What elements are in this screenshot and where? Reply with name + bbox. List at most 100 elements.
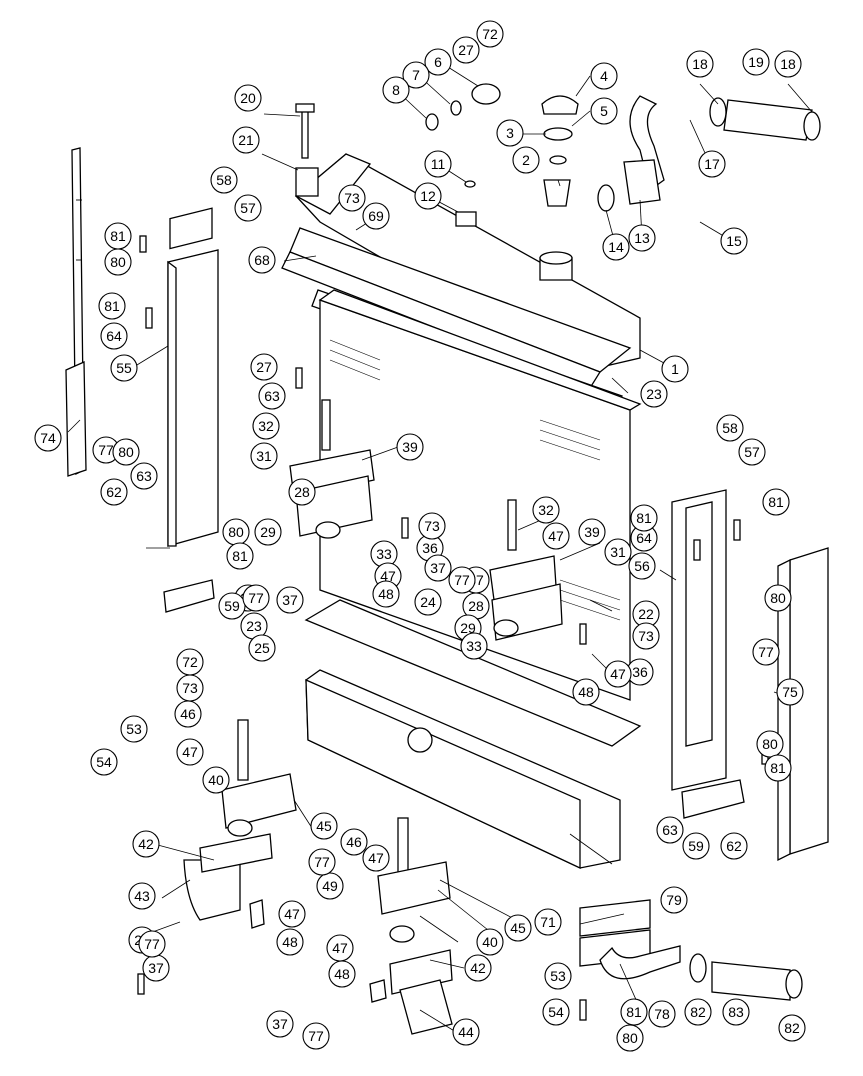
- callout-73: 73: [338, 184, 366, 212]
- callout-circle: [460, 632, 488, 660]
- callout-circle: [226, 542, 254, 570]
- callout-circle: [464, 954, 492, 982]
- callout-number: 47: [380, 568, 396, 584]
- callout-23: 23: [640, 380, 668, 408]
- callout-number: 77: [308, 1028, 324, 1044]
- callout-82: 82: [684, 998, 712, 1026]
- callout-number: 82: [784, 1020, 800, 1036]
- callout-number: 39: [402, 439, 418, 455]
- callout-number: 47: [610, 666, 626, 682]
- callout-21: 21: [232, 126, 260, 154]
- callout-circle: [476, 928, 504, 956]
- right-side-plate: [671, 489, 745, 819]
- callout-number: 2: [522, 152, 530, 168]
- callout-circle: [504, 914, 532, 942]
- callout-81: 81: [630, 504, 658, 532]
- callout-18: 18: [774, 50, 802, 78]
- callout-78: 78: [648, 1000, 676, 1028]
- callout-80: 80: [764, 584, 792, 612]
- callout-circle: [776, 678, 804, 706]
- callout-number: 58: [216, 172, 232, 188]
- callout-number: 72: [182, 654, 198, 670]
- callout-number: 68: [254, 252, 270, 268]
- callout-40: 40: [202, 766, 230, 794]
- left-side-panel: [65, 147, 87, 477]
- callout-circle: [590, 97, 618, 125]
- callout-number: 53: [126, 721, 142, 737]
- callout-number: 32: [258, 418, 274, 434]
- callout-circle: [630, 504, 658, 532]
- callout-circle: [604, 538, 632, 566]
- callout-number: 32: [538, 502, 554, 518]
- callout-number: 77: [454, 572, 470, 588]
- callout-24: 24: [414, 588, 442, 616]
- callout-number: 11: [431, 156, 446, 172]
- callout-circle: [278, 900, 306, 928]
- callout-83: 83: [722, 998, 750, 1026]
- callout-81: 81: [764, 754, 792, 782]
- callout-number: 19: [748, 54, 764, 70]
- callout-63: 63: [130, 462, 158, 490]
- callout-77: 77: [752, 638, 780, 666]
- callout-number: 48: [378, 586, 394, 602]
- callout-77: 77: [92, 436, 120, 464]
- callout-36: 36: [626, 658, 654, 686]
- callout-number: 48: [334, 966, 350, 982]
- callout-44: 44: [452, 1018, 480, 1046]
- callout-number: 58: [722, 420, 738, 436]
- callout-number: 46: [180, 706, 196, 722]
- callout-circle: [698, 150, 726, 178]
- callout-number: 73: [638, 628, 654, 644]
- callout-37: 37: [276, 586, 304, 614]
- callout-45: 45: [310, 812, 338, 840]
- callout-number: 37: [282, 592, 298, 608]
- callout-circle: [742, 48, 770, 76]
- callout-37: 37: [424, 554, 452, 582]
- callout-number: 77: [144, 936, 160, 952]
- callout-circle: [628, 224, 656, 252]
- callout-number: 6: [434, 54, 442, 70]
- callout-number: 47: [182, 744, 198, 760]
- callout-55: 55: [110, 354, 138, 382]
- callout-number: 40: [208, 772, 224, 788]
- callout-circle: [218, 592, 246, 620]
- callout-number: 81: [626, 1004, 642, 1020]
- callout-circle: [396, 433, 424, 461]
- callout-8: 8: [382, 76, 410, 104]
- callout-number: 81: [636, 510, 652, 526]
- callout-79: 79: [660, 886, 688, 914]
- callout-circle: [248, 634, 276, 662]
- callout-81: 81: [226, 542, 254, 570]
- callout-circle: [104, 222, 132, 250]
- callout-circle: [112, 438, 140, 466]
- callout-number: 3: [506, 125, 514, 141]
- callout-circle: [372, 580, 400, 608]
- callout-number: 72: [482, 26, 498, 42]
- callout-82: 82: [778, 1014, 806, 1042]
- callout-13: 13: [628, 224, 656, 252]
- callout-circle: [128, 882, 156, 910]
- callout-number: 73: [344, 190, 360, 206]
- callout-number: 1: [671, 361, 679, 377]
- callout-circle: [764, 754, 792, 782]
- callout-number: 25: [254, 640, 270, 656]
- callout-number: 74: [40, 430, 56, 446]
- callout-number: 23: [646, 386, 662, 402]
- callout-circle: [774, 50, 802, 78]
- callout-number: 37: [148, 960, 164, 976]
- callout-circle: [340, 828, 368, 856]
- callout-circle: [414, 182, 442, 210]
- callout-circle: [452, 36, 480, 64]
- callout-number: 24: [420, 594, 436, 610]
- callout-27: 27: [250, 353, 278, 381]
- callout-57: 57: [234, 194, 262, 222]
- callout-circle: [660, 886, 688, 914]
- callout-circle: [476, 20, 504, 48]
- cap-assembly: [425, 83, 579, 227]
- callout-77: 77: [448, 566, 476, 594]
- callout-43: 43: [128, 882, 156, 910]
- callout-73: 73: [632, 622, 660, 650]
- callout-circle: [764, 584, 792, 612]
- callout-circle: [234, 194, 262, 222]
- callout-circle: [648, 1000, 676, 1028]
